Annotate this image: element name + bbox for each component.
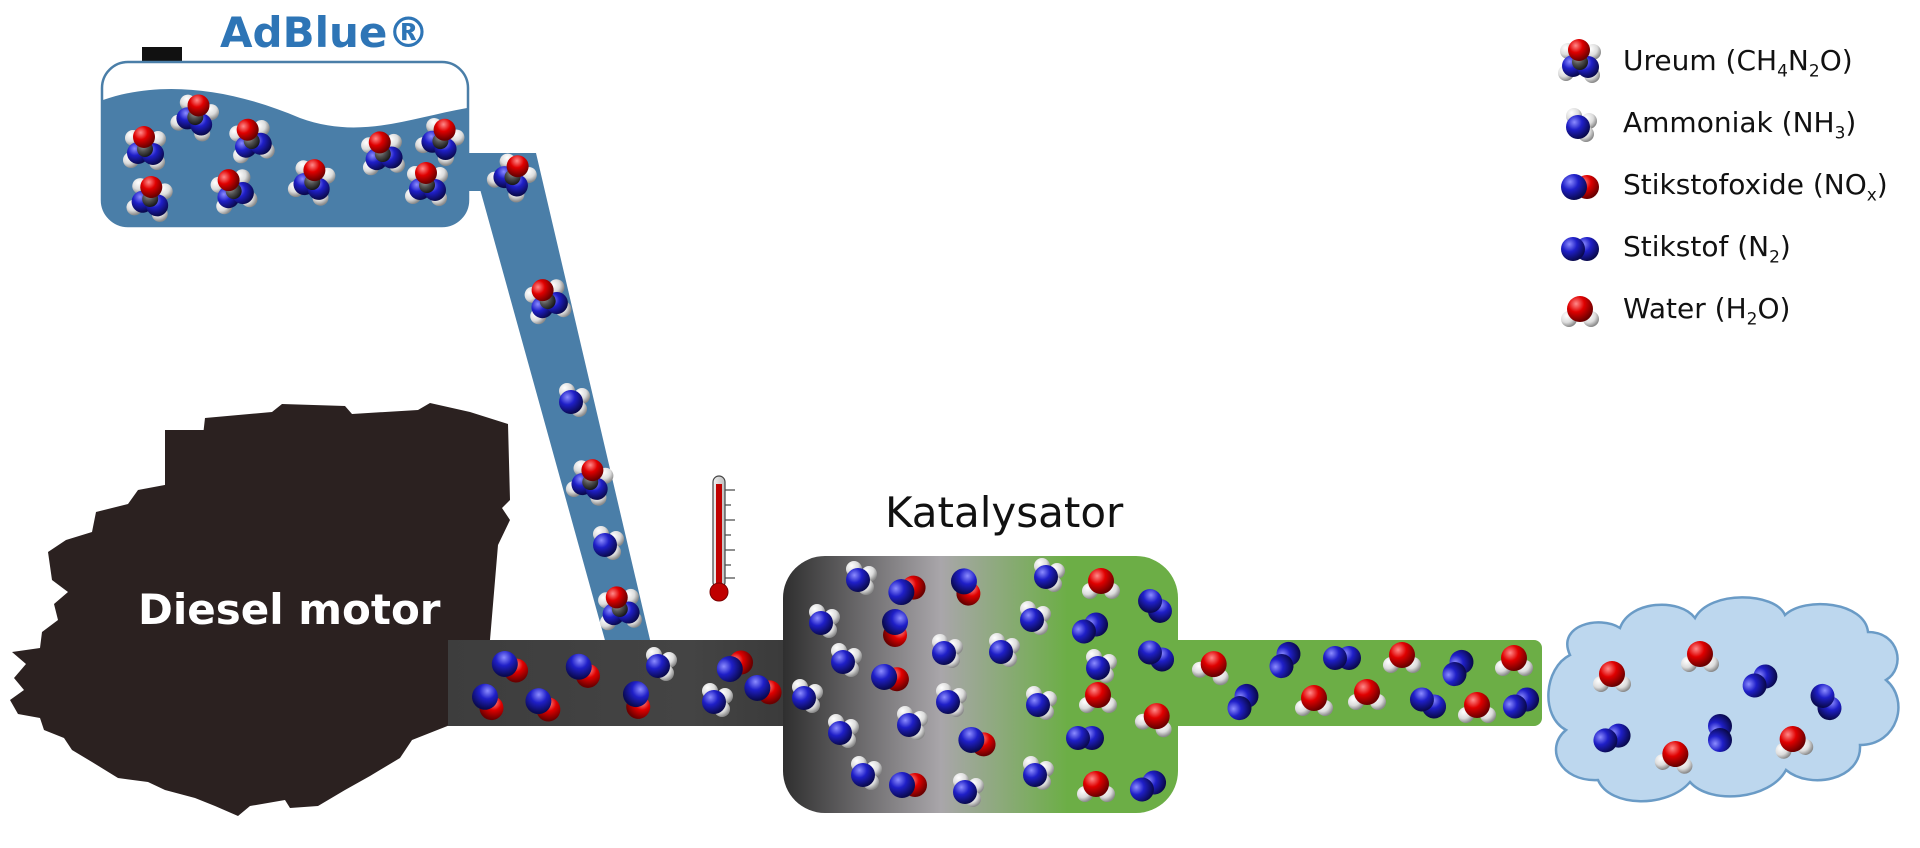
legend-label: Ammoniak (NH3)	[1623, 106, 1857, 144]
legend-item: Ammoniak (NH3)	[1555, 100, 1915, 162]
formula-part: CH	[1736, 44, 1778, 77]
formula-sub: x	[1866, 185, 1877, 206]
ammonia-molecule-icon	[1566, 108, 1597, 142]
formula-part: H	[1725, 292, 1747, 325]
formula-sub: 2	[1746, 309, 1758, 330]
adblue-label: AdBlue®	[220, 8, 430, 57]
legend-name: Stikstof	[1623, 230, 1729, 263]
legend-name: Stikstofoxide	[1623, 168, 1804, 201]
nitrogen-oxide-molecule-icon	[882, 609, 908, 647]
legend-name: Water	[1623, 292, 1706, 325]
legend-label: Stikstof (N2)	[1623, 230, 1791, 268]
formula-part: NH	[1792, 106, 1835, 139]
nitrogen-molecule-icon	[1323, 646, 1361, 670]
urea-molecule-icon	[1558, 39, 1601, 83]
nitrogen-oxide-molecule-icon	[889, 772, 927, 798]
legend-item: Water (H2O)	[1555, 286, 1915, 348]
nitrogen-molecule-icon	[1708, 714, 1732, 752]
legend: Ureum (CH4N2O) Ammoniak (NH3) Stikstofox…	[1555, 38, 1915, 348]
legend-label: Stikstofoxide (NOx)	[1623, 168, 1888, 206]
legend-item: Stikstof (N2)	[1555, 224, 1915, 286]
thermometer-icon	[709, 475, 735, 602]
formula-part: N	[1787, 44, 1809, 77]
exhaust-cloud	[1547, 596, 1900, 803]
formula-sub: 4	[1777, 61, 1788, 82]
nitrogen-molecule-icon	[1066, 726, 1104, 750]
legend-label: Ureum (CH4N2O)	[1623, 44, 1853, 82]
tank-cap	[142, 47, 182, 64]
engine-block	[165, 430, 495, 580]
formula-part: NO	[1823, 168, 1867, 201]
outlet-pipe	[1170, 640, 1542, 726]
legend-name: Ammoniak	[1623, 106, 1773, 139]
formula-part: O	[1757, 292, 1780, 325]
legend-label: Water (H2O)	[1623, 292, 1791, 330]
formula-sub: 2	[1769, 247, 1780, 268]
formula-part: N	[1748, 230, 1770, 263]
nitrogen-oxide-molecule-icon	[1561, 174, 1599, 200]
formula-part: O	[1819, 44, 1842, 77]
formula-sub: 3	[1834, 123, 1846, 144]
formula-sub: 2	[1808, 61, 1820, 82]
water-molecule-icon	[1561, 296, 1599, 327]
legend-name: Ureum	[1623, 44, 1717, 77]
legend-item: Stikstofoxide (NOx)	[1555, 162, 1915, 224]
legend-item: Ureum (CH4N2O)	[1555, 38, 1915, 100]
diesel-motor-label: Diesel motor	[138, 585, 441, 634]
catalyst-label: Katalysator	[885, 488, 1124, 537]
nitrogen-molecule-icon	[1561, 237, 1599, 261]
